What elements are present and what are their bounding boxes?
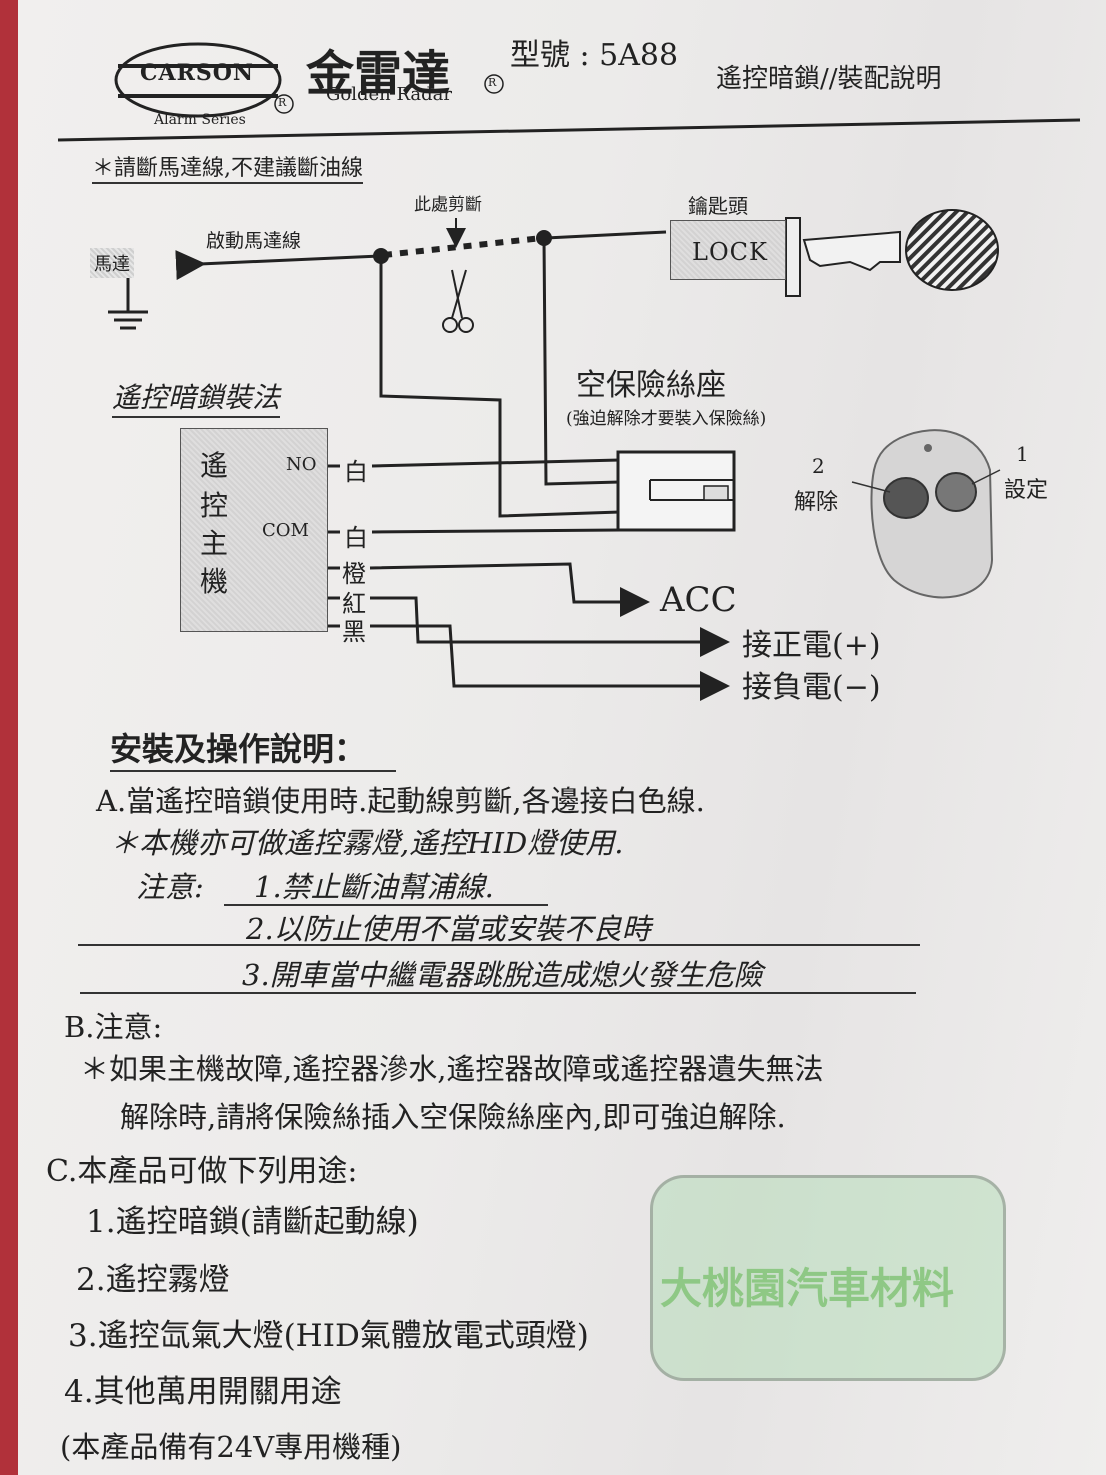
unit-char: 控 <box>200 489 229 522</box>
carson-logo-oval <box>114 42 282 118</box>
instructions-heading: 安裝及操作說明： <box>110 724 397 772</box>
remote-button-2-label: 解除 <box>794 490 839 515</box>
remote-button-2-icon <box>883 477 929 519</box>
shop-watermark: 大桃園汽車材料 <box>660 1264 955 1313</box>
section-b-line1: ＊如果主機故障,遙控器滲水,遙控器故障或遙控器遺失無法 <box>80 1052 824 1086</box>
scissors-icon <box>442 269 474 333</box>
remote-fob-icon <box>870 429 994 599</box>
cut-point-dotted-line <box>383 235 543 258</box>
wire-white-no: 白 <box>344 458 368 486</box>
instruction-a-line1: A.當遙控暗鎖使用時.起動線剪斷,各邊接白色線. <box>96 784 705 818</box>
registered-letter: R <box>278 96 287 109</box>
fuse-seat-note: (強迫解除才要裝入保險絲) <box>566 409 767 429</box>
use-4: 4.其他萬用開關用途 <box>64 1374 342 1410</box>
wire-note: ＊請斷馬達線,不建議斷油線 <box>92 150 363 184</box>
use-3: 3.遙控氙氣大燈(HID氣體放電式頭燈) <box>68 1318 589 1354</box>
wire-orange: 橙 <box>342 560 366 588</box>
paper-red-edge <box>0 0 22 1475</box>
header-rule <box>57 118 1081 142</box>
instruction-a-line2: ＊本機亦可做遙控霧燈,遙控HID燈使用. <box>110 826 624 860</box>
unit-char: 主 <box>200 527 229 560</box>
note-3: 3.開車當中繼電器跳脫造成熄火發生危險 <box>242 958 763 992</box>
remote-button-2-number: 2 <box>812 454 825 478</box>
ignition-lock <box>670 220 786 280</box>
note-1: 1.禁止斷油幫浦線. <box>254 870 494 904</box>
wire-white-com: 白 <box>344 524 368 552</box>
key-head-icon <box>905 209 999 291</box>
start-motor-wire-label: 啟動馬達線 <box>206 230 302 252</box>
install-method-title: 遙控暗鎖裝法 <box>112 376 281 418</box>
remote-button-1-icon <box>935 472 977 512</box>
fuse-seat-label: 空保險絲座 <box>576 368 726 403</box>
model-number: 型號 : 5A88 <box>510 38 679 73</box>
chinese-brand: 金雷達 <box>306 46 451 102</box>
lock-label: LOCK <box>692 238 768 266</box>
com-terminal: COM <box>262 520 309 541</box>
remote-button-1-number: 1 <box>1016 442 1029 466</box>
unit-char: 機 <box>200 565 229 598</box>
section-c-heading: C.本產品可做下列用途: <box>46 1154 358 1189</box>
english-brand: Golden Radar <box>326 84 453 105</box>
remote-main-unit <box>180 428 328 632</box>
section-b-heading: B.注意: <box>64 1010 163 1044</box>
wire-red: 紅 <box>342 590 366 618</box>
wire-black: 黑 <box>342 618 366 646</box>
brand-logo-text: CARSON <box>140 60 255 86</box>
series-label: Alarm Series <box>154 112 246 128</box>
use-2: 2.遙控霧燈 <box>76 1262 230 1298</box>
registered-mark <box>484 74 504 94</box>
note-label: 注意: <box>136 870 204 904</box>
document-title: 遙控暗鎖//裝配說明 <box>716 64 942 94</box>
motor-label: 馬達 <box>90 248 134 278</box>
key-blade-icon <box>802 230 901 272</box>
use-1: 1.遙控暗鎖(請斷起動線) <box>86 1204 419 1240</box>
section-b-line2: 解除時,請將保險絲插入空保險絲座內,即可強迫解除. <box>120 1100 786 1134</box>
cut-here-label: 此處剪斷 <box>414 195 482 215</box>
acc-label: ACC <box>660 580 737 620</box>
positive-label: 接正電(+) <box>742 628 881 663</box>
model-24v-note: (本產品備有24V專用機種) <box>60 1430 402 1464</box>
registered-mark <box>274 94 294 114</box>
note-2: 2.以防止使用不當或安裝不良時 <box>246 912 651 946</box>
registered-letter: R <box>488 76 497 89</box>
key-head-label: 鑰匙頭 <box>688 194 748 218</box>
unit-char: 遙 <box>200 449 229 482</box>
negative-label: 接負電(−) <box>742 670 881 705</box>
watermark-bubble <box>650 1175 1006 1381</box>
remote-button-1-label: 設定 <box>1004 478 1049 503</box>
no-terminal: NO <box>286 454 317 475</box>
